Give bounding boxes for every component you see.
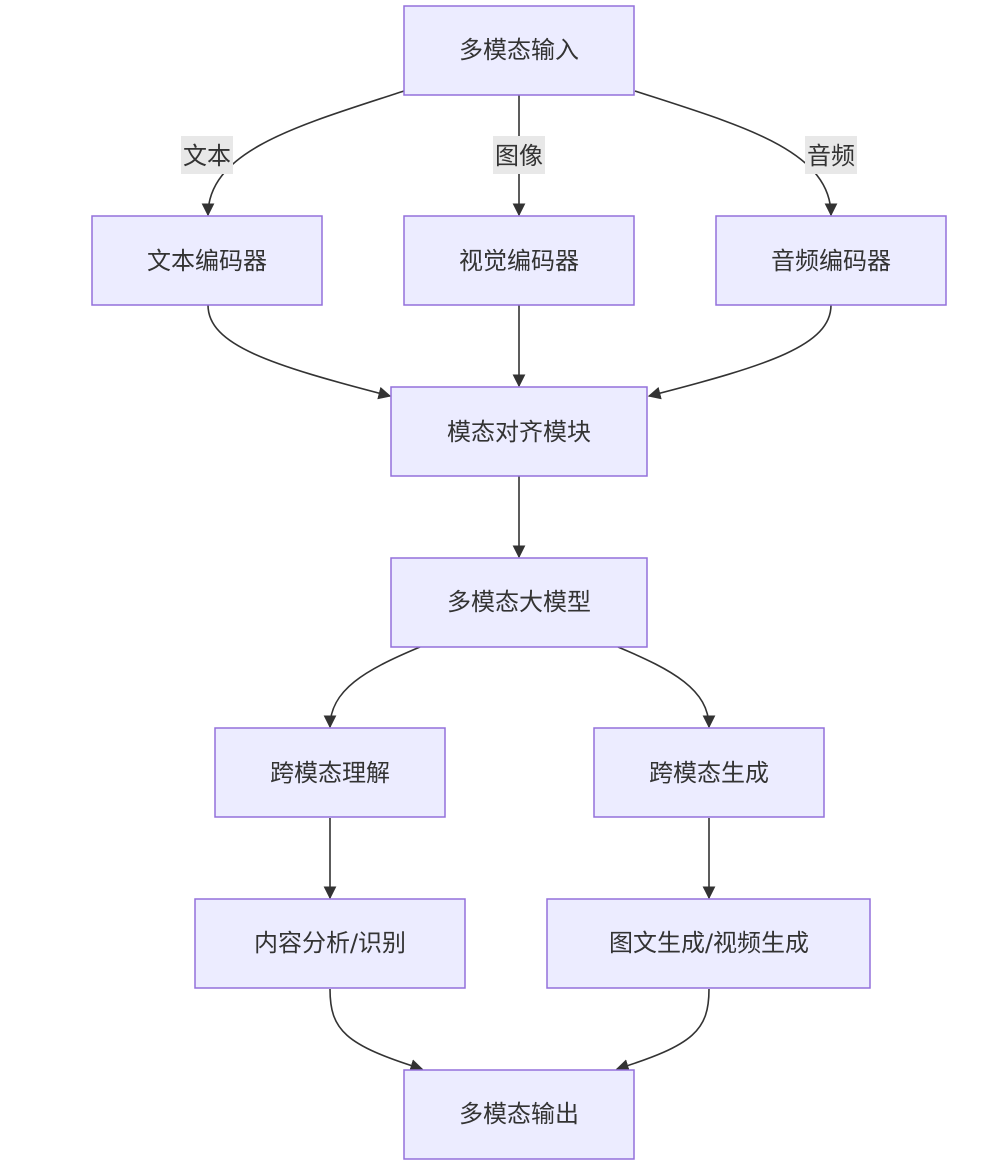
edge-label-audio: 音频: [805, 136, 857, 174]
edge-label-audio-value: 音频: [807, 142, 855, 170]
edge-label-text: 文本: [181, 136, 233, 174]
edge-large-model-to-generation: [617, 646, 716, 729]
node-audio-encoder: 音频编码器: [715, 215, 947, 306]
node-multimodal-input-label: 多模态输入: [459, 36, 579, 64]
node-audio-encoder-label: 音频编码器: [771, 247, 891, 275]
node-cross-modal-generation-label: 跨模态生成: [649, 759, 769, 787]
edge-label-text-value: 文本: [183, 142, 231, 170]
node-text-encoder-label: 文本编码器: [147, 247, 267, 275]
edge-text-encoder-to-alignment: [207, 304, 392, 400]
edge-input-to-audio-encoder: [634, 90, 838, 217]
edge-content-gen-to-output: [615, 988, 710, 1072]
edge-label-image: 图像: [493, 136, 545, 174]
node-alignment-module-label: 模态对齐模块: [447, 418, 591, 446]
node-multimodal-input: 多模态输入: [403, 5, 635, 96]
node-cross-modal-generation: 跨模态生成: [593, 727, 825, 818]
node-content-analysis: 内容分析/识别: [194, 898, 466, 989]
node-multimodal-large-model: 多模态大模型: [390, 557, 648, 648]
node-alignment-module: 模态对齐模块: [390, 386, 648, 477]
node-multimodal-output-label: 多模态输出: [459, 1100, 579, 1128]
node-content-generation-label: 图文生成/视频生成: [609, 929, 809, 957]
edge-label-image-value: 图像: [495, 142, 543, 170]
node-vision-encoder: 视觉编码器: [403, 215, 635, 306]
node-content-generation: 图文生成/视频生成: [546, 898, 871, 989]
edge-audio-encoder-to-alignment: [647, 304, 832, 400]
node-cross-modal-understanding-label: 跨模态理解: [270, 759, 390, 787]
node-multimodal-output: 多模态输出: [403, 1069, 635, 1160]
node-cross-modal-understanding: 跨模态理解: [214, 727, 446, 818]
edge-analysis-to-output: [329, 988, 424, 1072]
node-vision-encoder-label: 视觉编码器: [459, 247, 579, 275]
node-multimodal-large-model-label: 多模态大模型: [447, 588, 591, 616]
node-text-encoder: 文本编码器: [91, 215, 323, 306]
edge-input-to-text-encoder: [201, 90, 405, 217]
node-content-analysis-label: 内容分析/识别: [254, 929, 406, 957]
edge-large-model-to-understanding: [323, 646, 421, 729]
